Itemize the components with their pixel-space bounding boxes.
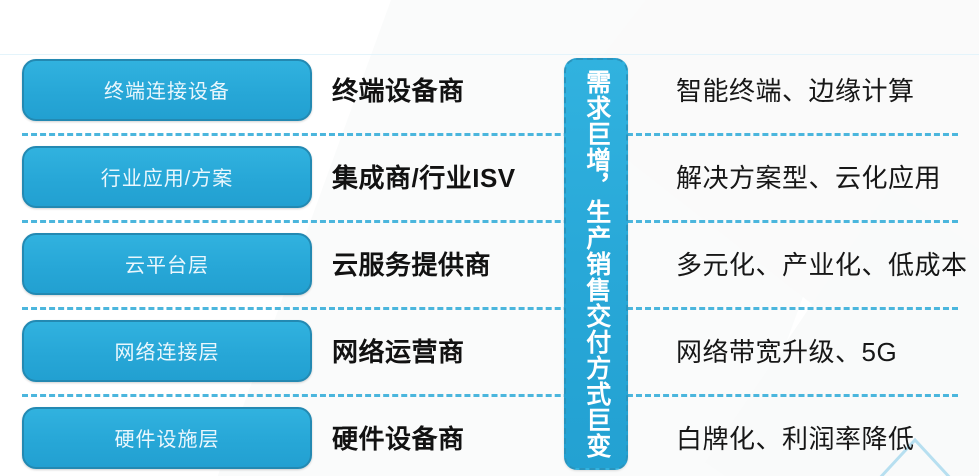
vertical-banner[interactable]: 需求巨增，生产销售交付方式巨变	[564, 58, 628, 470]
diagram-row[interactable]: 行业应用/方案 集成商/行业ISV 解决方案型、云化应用	[0, 133, 979, 220]
layer-pill-label: 终端连接设备	[104, 81, 230, 103]
role-label: 硬件设备商	[332, 424, 465, 454]
role-cell: 云服务提供商	[320, 245, 564, 282]
description-label: 白牌化、利润率降低	[676, 424, 915, 454]
role-cell: 网络运营商	[320, 332, 564, 369]
layer-pill-label: 网络连接层	[114, 342, 220, 364]
layer-cell: 硬件设施层	[0, 406, 320, 469]
layer-cell: 终端连接设备	[0, 58, 320, 121]
description-cell: 多元化、产业化、低成本	[652, 245, 979, 282]
diagram-row[interactable]: 云平台层 云服务提供商 多元化、产业化、低成本	[0, 220, 979, 307]
layer-pill-hardware-infrastructure[interactable]: 硬件设施层	[22, 406, 312, 469]
layer-cell: 云平台层	[0, 232, 320, 295]
role-cell: 终端设备商	[320, 71, 564, 108]
role-cell: 集成商/行业ISV	[320, 158, 564, 195]
description-label: 解决方案型、云化应用	[676, 163, 942, 193]
layer-pill-cloud-platform[interactable]: 云平台层	[22, 232, 312, 295]
diagram-row[interactable]: 网络连接层 网络运营商 网络带宽升级、5G	[0, 307, 979, 394]
description-label: 网络带宽升级、5G	[676, 337, 898, 367]
diagram-row[interactable]: 硬件设施层 硬件设备商 白牌化、利润率降低	[0, 394, 979, 476]
description-cell: 网络带宽升级、5G	[652, 332, 979, 369]
description-label: 多元化、产业化、低成本	[676, 250, 968, 280]
description-cell: 解决方案型、云化应用	[652, 158, 979, 195]
role-label: 云服务提供商	[332, 250, 492, 280]
role-label: 网络运营商	[332, 337, 465, 367]
role-cell: 硬件设备商	[320, 419, 564, 456]
layer-pill-terminal-connection[interactable]: 终端连接设备	[22, 58, 312, 121]
layer-pill-label: 云平台层	[125, 255, 209, 277]
layer-pill-network-connection[interactable]: 网络连接层	[22, 319, 312, 382]
vertical-banner-text: 需求巨增，生产销售交付方式巨变	[582, 69, 611, 459]
description-cell: 白牌化、利润率降低	[652, 419, 979, 456]
layer-cell: 行业应用/方案	[0, 145, 320, 208]
layer-pill-label: 行业应用/方案	[100, 168, 234, 190]
layer-pill-label: 硬件设施层	[114, 429, 220, 451]
layer-pill-industry-application[interactable]: 行业应用/方案	[22, 145, 312, 208]
role-label: 终端设备商	[332, 76, 465, 106]
description-label: 智能终端、边缘计算	[676, 76, 915, 106]
layer-cell: 网络连接层	[0, 319, 320, 382]
diagram-row[interactable]: 终端连接设备 终端设备商 智能终端、边缘计算	[0, 46, 979, 133]
role-label: 集成商/行业ISV	[332, 163, 516, 193]
description-cell: 智能终端、边缘计算	[652, 71, 979, 108]
